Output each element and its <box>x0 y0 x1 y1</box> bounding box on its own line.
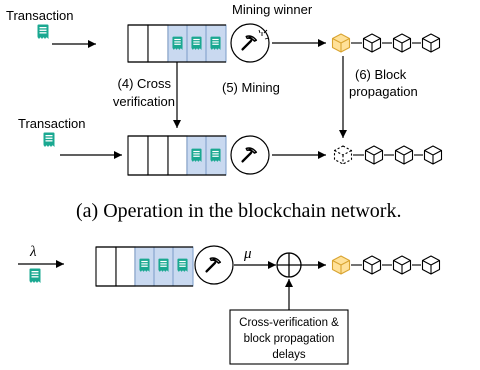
caption-a: (a) Operation in the blockchain network. <box>76 200 401 222</box>
document-icon <box>191 36 202 50</box>
delay-box <box>229 309 349 365</box>
transaction-label-top: Transaction <box>6 8 73 23</box>
blockchain-bottom <box>331 255 441 275</box>
document-icon <box>37 24 49 39</box>
lambda-label: λ <box>29 244 37 260</box>
cube-icon <box>331 33 351 53</box>
block-propagation-label-2: propagation <box>349 84 418 99</box>
second-row: Transaction <box>18 116 443 176</box>
top-row: Transaction Mining winner <box>6 2 441 63</box>
sparkle-icon <box>258 29 270 40</box>
cube-icon <box>362 33 382 53</box>
block-propagation-label-1: (6) Block <box>355 67 407 82</box>
mu-label: μ <box>243 246 252 262</box>
delay-box-line-2: block propagation <box>244 333 335 345</box>
mining-label: (5) Mining <box>222 80 280 95</box>
blockchain-top <box>331 33 441 53</box>
queue-model-row: λ μ <box>18 244 441 365</box>
document-icon <box>210 148 221 162</box>
document-icon <box>158 258 169 272</box>
document-icon <box>43 132 55 147</box>
queue <box>127 135 227 176</box>
cube-icon <box>362 255 382 275</box>
cube-icon <box>331 255 351 275</box>
cube-icon <box>394 145 414 165</box>
cube-icon <box>392 33 412 53</box>
delay-box-line-1: Cross-verification & <box>239 317 339 329</box>
document-icon <box>177 258 188 272</box>
cube-icon <box>364 145 384 165</box>
circle-plus-icon <box>276 252 302 278</box>
cross-verification-label-1: (4) Cross <box>118 76 172 91</box>
cube-icon <box>333 145 353 165</box>
document-icon <box>191 148 202 162</box>
cross-verification-label-2: verification <box>113 94 175 109</box>
document-icon <box>210 36 221 50</box>
cube-icon <box>392 255 412 275</box>
document-icon <box>139 258 150 272</box>
mining-winner-label: Mining winner <box>232 2 313 17</box>
document-icon <box>172 36 183 50</box>
queue <box>95 246 194 287</box>
document-icon <box>29 268 41 283</box>
delay-box-line-3: delays <box>272 349 305 361</box>
cube-icon <box>421 33 441 53</box>
blockchain-mid <box>333 145 443 165</box>
transaction-label-mid: Transaction <box>18 116 85 131</box>
cube-icon <box>423 145 443 165</box>
cube-icon <box>421 255 441 275</box>
queue <box>127 24 227 63</box>
